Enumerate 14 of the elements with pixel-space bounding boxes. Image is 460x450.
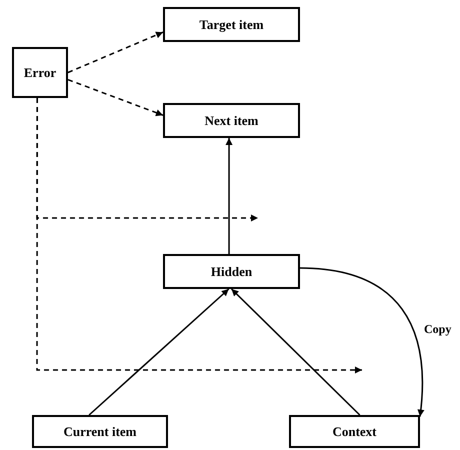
arrow xyxy=(226,138,233,254)
process-box: Target item xyxy=(163,7,300,42)
process-box: Context xyxy=(289,415,420,448)
arrow xyxy=(88,288,230,416)
process-box: Current item xyxy=(32,415,168,448)
arrow xyxy=(230,288,360,416)
arrow xyxy=(36,98,362,374)
process-box: Next item xyxy=(163,103,300,138)
edge-label: Copy xyxy=(423,322,452,337)
arrow xyxy=(300,267,424,417)
process-box: Hidden xyxy=(163,254,300,289)
process-box: Error xyxy=(12,47,68,98)
arrow xyxy=(68,32,164,74)
arrow xyxy=(68,78,164,116)
